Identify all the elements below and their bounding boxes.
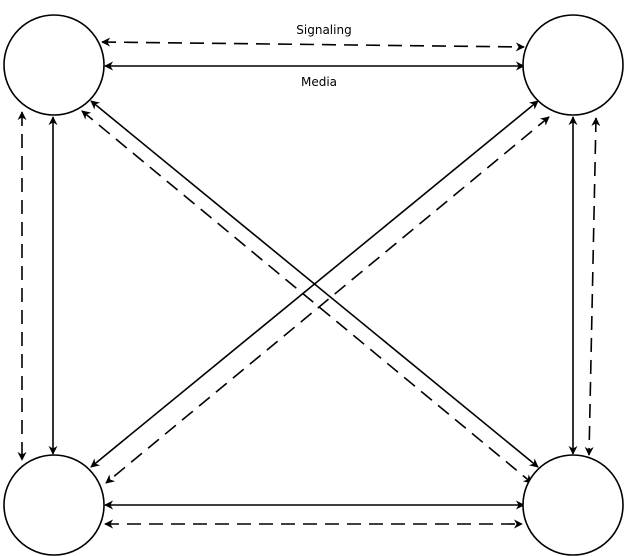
node-bottom-right [522, 454, 624, 556]
node-bottom-left [3, 454, 105, 556]
nodes [3, 14, 624, 556]
signaling-edge-top-left-to-bottom-right [81, 110, 533, 484]
media-label: Media [301, 75, 337, 89]
node-top-right [522, 14, 624, 116]
signaling-edge-top-left-to-top-right [101, 37, 525, 52]
signaling-label: Signaling [296, 23, 351, 37]
signaling-edge-top-right-to-bottom-left [105, 116, 550, 484]
node-top-left [3, 14, 105, 116]
signaling-edge-top-right-to-bottom-right [584, 117, 601, 456]
edges [17, 37, 601, 529]
